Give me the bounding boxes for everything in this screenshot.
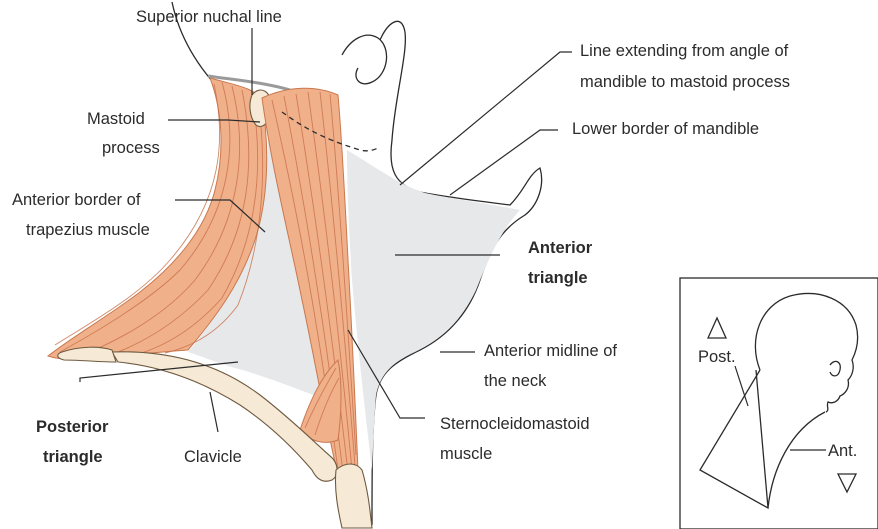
sternum <box>335 464 372 528</box>
label-anterior-midline-1: Anterior midline of <box>484 342 617 360</box>
label-mastoid-2: process <box>102 139 160 157</box>
inset-ant-label: Ant. <box>828 442 857 460</box>
label-mastoid-1: Mastoid <box>87 110 145 128</box>
inset-frame <box>680 278 878 529</box>
label-posterior-triangle-1: Posterior <box>36 418 109 436</box>
label-sternocleidomastoid-2: muscle <box>440 445 492 463</box>
label-clavicle: Clavicle <box>184 448 242 466</box>
label-ant-border-trapezius-1: Anterior border of <box>12 191 141 209</box>
label-line-angle-mandible-1: Line extending from angle of <box>580 42 789 60</box>
label-anterior-triangle-2: triangle <box>528 269 588 287</box>
label-ant-border-trapezius-2: trapezius muscle <box>26 221 150 239</box>
label-anterior-triangle-1: Anterior <box>528 239 593 257</box>
label-line-angle-mandible-2: mandible to mastoid process <box>580 73 790 91</box>
label-anterior-midline-2: the neck <box>484 372 547 390</box>
label-lower-border-mandible: Lower border of mandible <box>572 120 759 138</box>
inset-post-label: Post. <box>698 348 736 366</box>
label-sternocleidomastoid-1: Sternocleidomastoid <box>440 415 590 433</box>
inset-diagram: Post. Ant. <box>680 278 878 529</box>
label-posterior-triangle-2: triangle <box>43 448 103 466</box>
label-superior-nuchal-line: Superior nuchal line <box>136 8 282 26</box>
